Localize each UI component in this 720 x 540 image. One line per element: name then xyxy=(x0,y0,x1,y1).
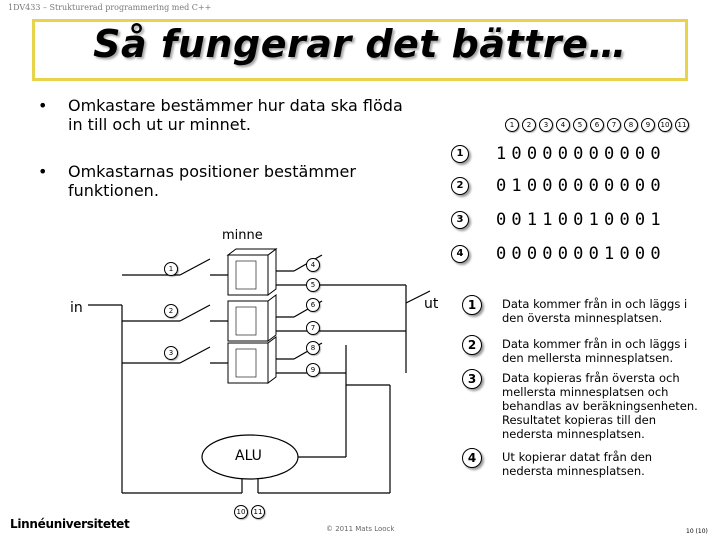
column-header-1: 1 xyxy=(505,118,519,132)
column-header-5: 5 xyxy=(573,118,587,132)
slide-title: Så fungerar det bättre… xyxy=(93,22,627,66)
row-marker-4: 4 xyxy=(451,245,469,263)
row-bits-4: 00000001000 xyxy=(496,244,666,264)
row-bits-3: 00110010001 xyxy=(496,210,666,230)
column-header-9: 9 xyxy=(641,118,655,132)
legend-text-4: Ut kopierar datat från den nedersta minn… xyxy=(502,450,653,478)
column-header-11: 11 xyxy=(675,118,689,132)
switch-9-marker: 9 xyxy=(306,363,320,377)
alu-unit xyxy=(201,434,299,480)
switch-5-marker: 5 xyxy=(306,278,320,292)
column-header-3: 3 xyxy=(539,118,553,132)
legend-text-3: Data kopieras från översta och mellersta… xyxy=(502,371,698,441)
bullet-dot: • xyxy=(38,162,48,181)
course-header: 1DV433 – Strukturerad programmering med … xyxy=(8,3,212,12)
memory-label: minne xyxy=(222,228,263,243)
legend-text-1: Data kommer från in och läggs i den över… xyxy=(502,297,688,325)
legend-marker-3: 3 xyxy=(462,369,482,389)
switch-1-marker: 1 xyxy=(164,262,178,276)
switch-4-marker: 4 xyxy=(306,258,320,272)
switch-6-marker: 6 xyxy=(306,298,320,312)
row-bits-2: 01000000000 xyxy=(496,176,666,196)
out-label: ut xyxy=(424,296,439,312)
column-header-6: 6 xyxy=(590,118,604,132)
row-marker-3: 3 xyxy=(451,211,469,229)
bullet-dot: • xyxy=(38,96,48,115)
switch-11-marker: 11 xyxy=(251,505,265,519)
memory-circuit-diagram xyxy=(88,248,431,494)
row-bits-1: 10000000000 xyxy=(496,144,666,164)
switch-8-marker: 8 xyxy=(306,341,320,355)
column-header-7: 7 xyxy=(607,118,621,132)
alu-label: ALU xyxy=(235,448,262,464)
row-marker-1: 1 xyxy=(451,145,469,163)
column-header-4: 4 xyxy=(556,118,570,132)
bullet-2: • Omkastarnas positioner bestämmer funkt… xyxy=(38,162,418,202)
page-number: 10 (10) xyxy=(686,528,708,535)
switch-2-marker: 2 xyxy=(164,304,178,318)
memory-cells xyxy=(226,248,278,384)
column-header-8: 8 xyxy=(624,118,638,132)
bullet-text: Omkastare bestämmer hur data ska flöda i… xyxy=(68,96,403,134)
in-label: in xyxy=(70,300,83,316)
legend-text-2: Data kommer från in och läggs i den mell… xyxy=(502,337,688,365)
switch-7-marker: 7 xyxy=(306,321,320,335)
column-header-10: 10 xyxy=(658,118,672,132)
legend-marker-1: 1 xyxy=(462,295,482,315)
legend-marker-2: 2 xyxy=(462,335,482,355)
bullet-1: • Omkastare bestämmer hur data ska flöda… xyxy=(38,96,418,136)
legend-marker-4: 4 xyxy=(462,448,482,468)
switch-3-marker: 3 xyxy=(164,346,178,360)
university-logo: Linnéuniversitetet xyxy=(10,517,130,531)
title-frame xyxy=(32,19,688,81)
row-marker-2: 2 xyxy=(451,177,469,195)
bullet-text: Omkastarnas positioner bestämmer funktio… xyxy=(68,162,356,200)
column-header-2: 2 xyxy=(522,118,536,132)
copyright: © 2011 Mats Loock xyxy=(326,525,395,533)
switch-10-marker: 10 xyxy=(234,505,248,519)
